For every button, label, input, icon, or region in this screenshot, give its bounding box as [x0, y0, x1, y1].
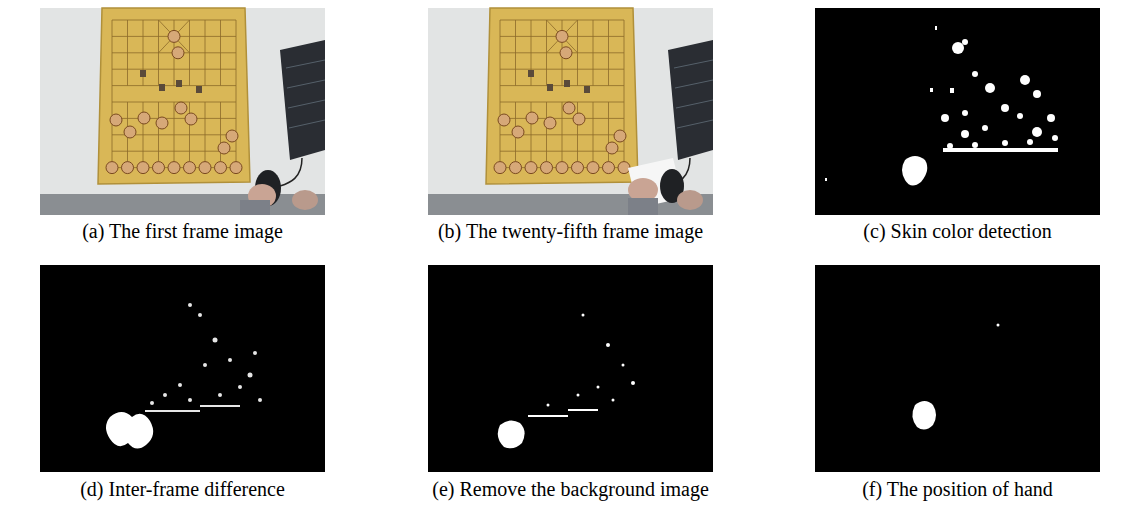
subfigure-caption: (b) The twenty-fifth frame image — [436, 219, 705, 243]
subfigure-caption: (f) The position of hand — [860, 477, 1055, 501]
subfigure-caption: (c) Skin color detection — [861, 219, 1053, 243]
subfigure-caption: (e) Remove the background image — [430, 477, 711, 501]
subfigure-caption: (a) The first frame image — [80, 219, 285, 243]
subfigure-caption: (d) Inter-frame difference — [78, 477, 287, 501]
